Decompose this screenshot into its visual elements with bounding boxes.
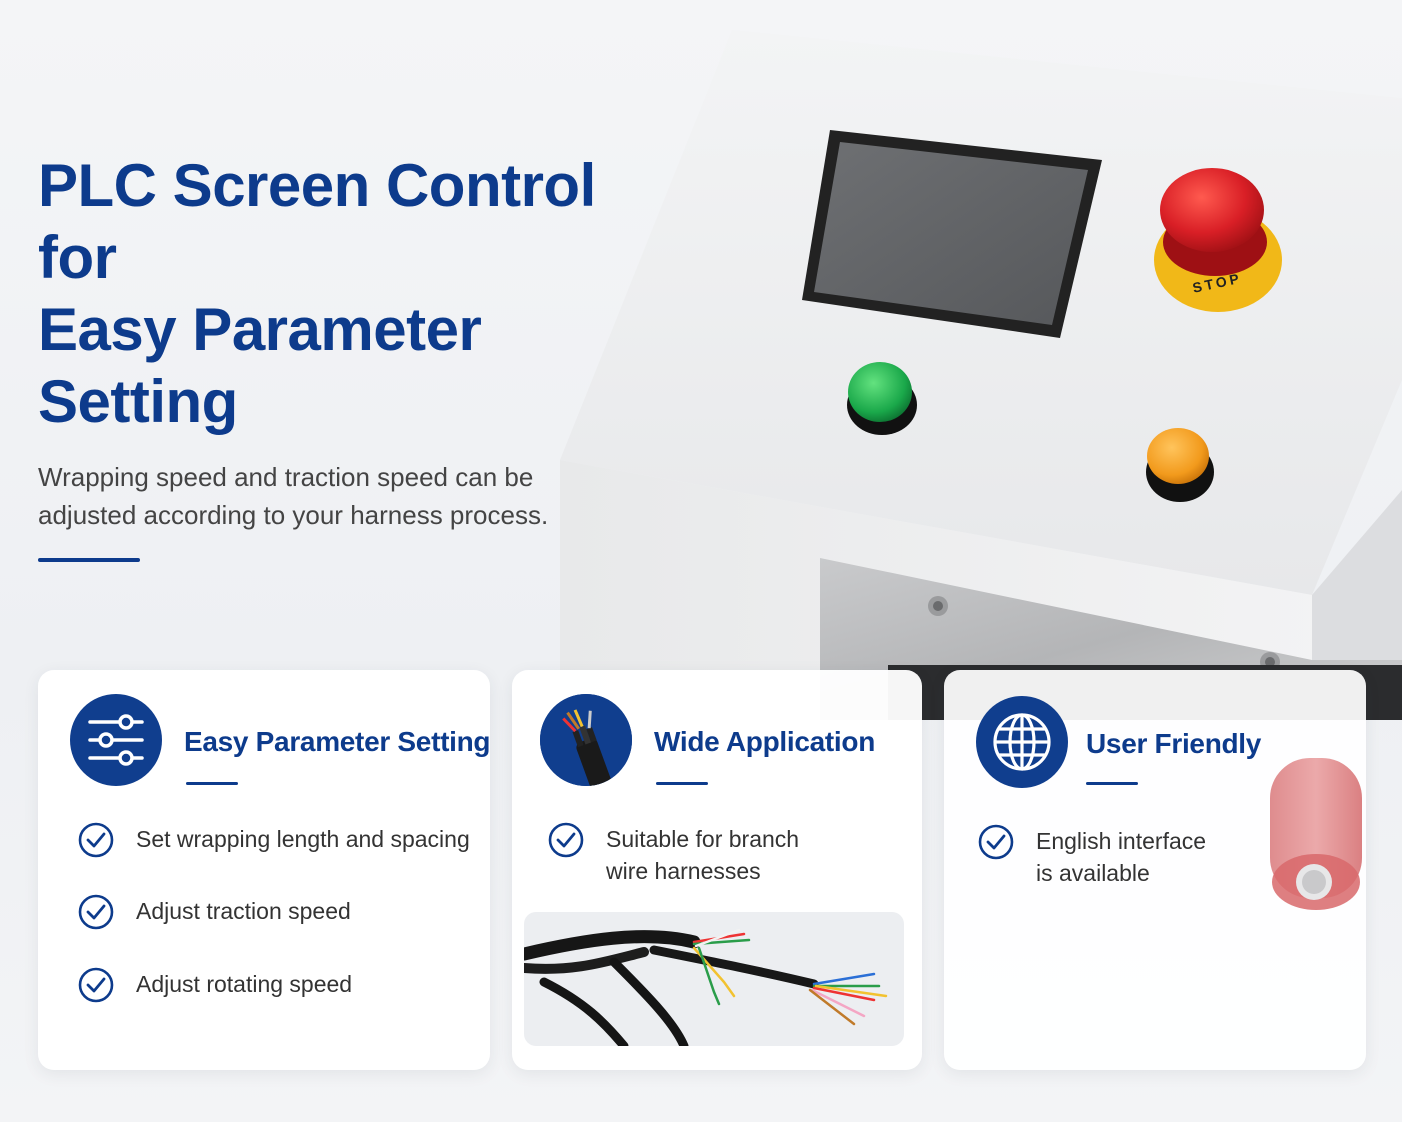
title-divider — [38, 558, 140, 562]
green-start-button — [847, 362, 917, 435]
item-text: Set wrapping length and spacing — [136, 826, 470, 852]
item-text: Suitable for branch wire harnesses — [606, 826, 800, 884]
list-item: Adjust rotating speed — [78, 967, 352, 1003]
card-divider — [186, 782, 238, 785]
hero-section: PLC Screen Control for Easy Parameter Se… — [38, 150, 678, 562]
list-item: Adjust traction speed — [78, 894, 351, 930]
red-roller — [1270, 758, 1362, 910]
list-item: English interface is available — [978, 824, 1238, 889]
page-title: PLC Screen Control for Easy Parameter Se… — [38, 150, 678, 438]
page-subtitle: Wrapping speed and traction speed can be… — [38, 462, 549, 530]
item-text: English interface is available — [1036, 828, 1207, 886]
check-circle-icon — [78, 894, 114, 930]
wire-harness-photo — [524, 912, 904, 1046]
feature-card-wide-application: Wide Application Suitable for branch wir… — [512, 670, 922, 1070]
check-circle-icon — [548, 822, 584, 858]
list-item: Set wrapping length and spacing — [78, 822, 470, 858]
card-title: User Friendly — [1086, 728, 1262, 759]
check-circle-icon — [78, 822, 114, 858]
orange-button — [1146, 428, 1214, 502]
title-line-1: PLC Screen Control for — [38, 152, 596, 291]
item-text: Adjust rotating speed — [136, 971, 353, 997]
feature-card-easy-parameter: Easy Parameter Setting Set wrapping leng… — [38, 670, 491, 1070]
globe-icon — [976, 696, 1068, 788]
item-text: Adjust traction speed — [136, 898, 351, 924]
card-divider — [1086, 782, 1138, 785]
emergency-stop-button: STOP — [1154, 168, 1282, 312]
card-title: Easy Parameter Setting — [184, 726, 491, 757]
title-line-2: Easy Parameter Setting — [38, 296, 482, 435]
card-divider — [656, 782, 708, 785]
list-item: Suitable for branch wire harnesses — [548, 822, 848, 887]
cable-icon — [540, 694, 632, 786]
card-title: Wide Application — [654, 726, 876, 757]
check-circle-icon — [78, 967, 114, 1003]
check-circle-icon — [978, 824, 1014, 860]
sliders-icon — [70, 694, 162, 786]
